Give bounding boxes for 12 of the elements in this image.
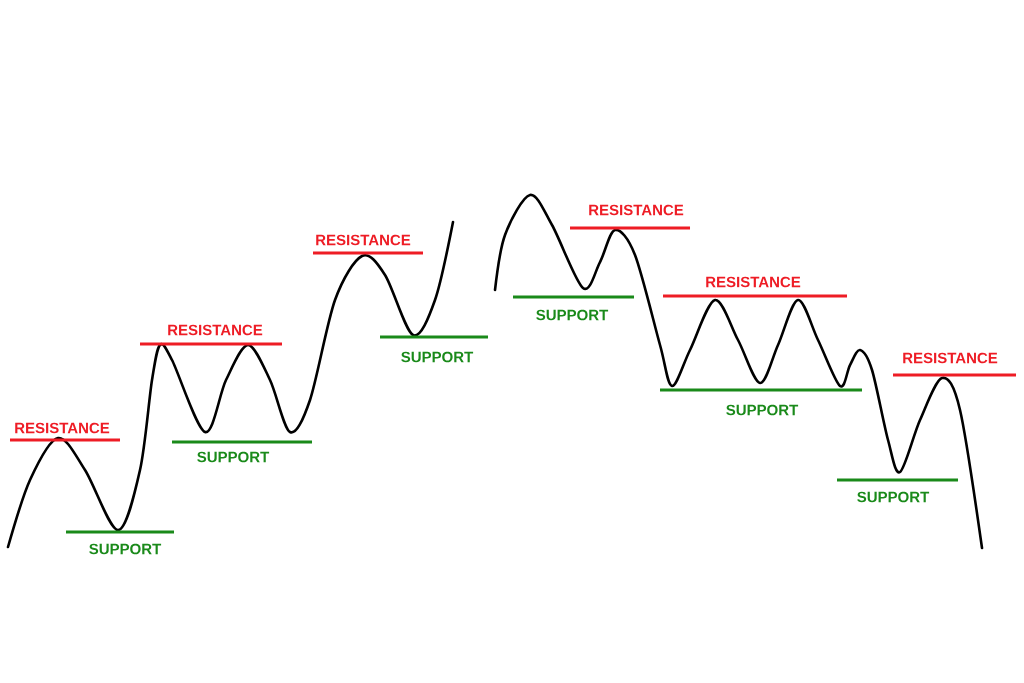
- resistance-label: RESISTANCE: [589, 204, 684, 216]
- support-label: SUPPORT: [536, 309, 609, 321]
- resistance-label: RESISTANCE: [316, 234, 411, 246]
- resistance-label: RESISTANCE: [903, 352, 998, 364]
- resistance-label: RESISTANCE: [706, 276, 801, 288]
- support-label: SUPPORT: [857, 491, 930, 503]
- resistance-label: RESISTANCE: [168, 324, 263, 336]
- support-label: SUPPORT: [726, 404, 799, 416]
- support-label: SUPPORT: [89, 543, 162, 555]
- support-label: SUPPORT: [401, 351, 474, 363]
- support-label: SUPPORT: [197, 451, 270, 463]
- resistance-label: RESISTANCE: [15, 422, 110, 434]
